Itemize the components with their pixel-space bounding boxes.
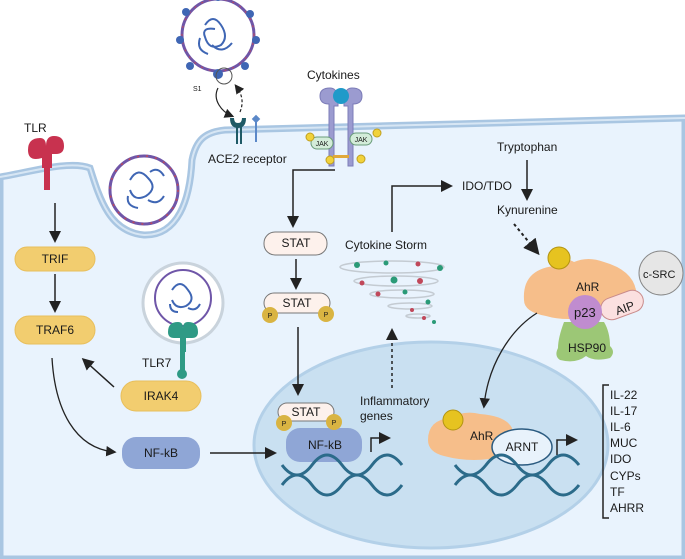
cytokine-storm-label: Cytokine Storm xyxy=(345,238,427,252)
gene-item: IL-17 xyxy=(610,404,638,418)
hsp90-node xyxy=(556,322,613,362)
phosphate-label: P xyxy=(268,313,273,320)
aip-label: AIP xyxy=(613,298,636,318)
stat-node: STAT xyxy=(263,231,328,256)
p23-label: p23 xyxy=(574,305,596,320)
tlr-label: TLR xyxy=(24,121,47,135)
traf6-label: TRAF6 xyxy=(36,323,74,337)
csrc-node xyxy=(638,250,684,296)
jak-right-label: JAK xyxy=(355,137,368,144)
s1-binding-arrow xyxy=(215,87,235,118)
arrow-receptor-to-stat xyxy=(287,169,335,228)
gene-item: AHRR xyxy=(610,501,644,515)
ahr-label: AhR xyxy=(576,280,600,294)
tlr7-receptor-icon xyxy=(168,322,198,379)
csrc-label: c-SRC xyxy=(643,269,675,281)
s1-label: S1 xyxy=(193,86,202,93)
p23-node xyxy=(568,295,602,329)
phosphate-label: P xyxy=(332,420,337,427)
phosphate-label: P xyxy=(282,421,287,428)
transcription-start-arrow-right xyxy=(556,434,578,455)
ahr-ligand xyxy=(547,246,571,270)
nfkb-cytoplasmic-node: NF-kB xyxy=(122,437,200,469)
target-genes-bracket xyxy=(602,384,609,519)
arrow-kynurenine-to-ahr xyxy=(513,223,540,256)
nuclear-nfkb-stat-complex: NF-kB STAT P P xyxy=(276,402,362,462)
irak4-node: IRAK4 xyxy=(120,380,202,412)
irak4-label: IRAK4 xyxy=(144,389,179,403)
cytokine-receptor-icon xyxy=(319,87,363,167)
s1-release-arrow xyxy=(234,84,245,113)
nuclear-stat-label: STAT xyxy=(292,405,322,419)
arrow-irak4-to-traf6 xyxy=(81,357,115,388)
ace2-receptor-icon xyxy=(230,114,261,144)
dna-helix-left xyxy=(280,453,404,497)
cytokine-storm-icon xyxy=(339,260,445,324)
trif-node: TRIF xyxy=(14,246,96,272)
jak-right: JAK xyxy=(349,128,382,164)
nuclear-ahr-label: AhR xyxy=(470,429,494,443)
cytokine-ligand xyxy=(333,88,349,104)
kynurenine-label: Kynurenine xyxy=(497,203,558,217)
nfkb-label: NF-kB xyxy=(144,446,178,460)
ido-tdo-label: IDO/TDO xyxy=(462,179,512,193)
phosphate-label: P xyxy=(324,312,329,319)
sars-cov-2-virion xyxy=(176,0,260,85)
gene-item: IDO xyxy=(610,452,631,466)
tlr-receptor-icon xyxy=(28,136,64,190)
gene-item: MUC xyxy=(610,436,638,450)
transcription-start-arrow-left xyxy=(370,432,391,452)
gene-item: CYPs xyxy=(610,469,641,483)
trif-label: TRIF xyxy=(42,252,69,266)
phosphorylated-stat-node: STAT P P xyxy=(262,292,334,323)
inflammatory-genes-label-line2: genes xyxy=(360,409,393,423)
nuclear-nfkb-label: NF-kB xyxy=(308,438,342,452)
jak-left: JAK xyxy=(305,132,335,165)
tryptophan-label: Tryptophan xyxy=(497,140,557,154)
cell-membrane-inner-line xyxy=(0,117,685,237)
traf6-node: TRAF6 xyxy=(14,315,96,345)
arrow-storm-to-ido-tdo xyxy=(391,180,453,232)
gene-item: IL-22 xyxy=(610,388,638,402)
arnt-label: ARNT xyxy=(506,440,539,454)
stat-label: STAT xyxy=(282,236,312,250)
tlr7-label: TLR7 xyxy=(142,356,172,370)
pstat-label: STAT xyxy=(283,296,313,310)
hsp90-label: HSP90 xyxy=(568,341,606,355)
nuclear-ahr-ligand xyxy=(442,409,464,431)
cytokines-label: Cytokines xyxy=(307,68,360,82)
arrow-ahr-to-nucleus xyxy=(479,312,538,409)
target-genes-list: IL-22 IL-17 IL-6 MUC IDO CYPs TF AHRR xyxy=(610,388,644,515)
ahr-complex: AhR c-SRC HSP90 AIP p23 xyxy=(523,246,684,362)
inflammatory-genes-label-line1: Inflammatory xyxy=(360,394,429,408)
ace2-receptor-label: ACE2 receptor xyxy=(208,152,287,166)
endocytosed-virion xyxy=(108,154,180,226)
dna-helix-right xyxy=(453,453,581,497)
arrow-traf6-to-nfkb xyxy=(51,357,117,457)
jak-left-label: JAK xyxy=(316,141,329,148)
gene-item: IL-6 xyxy=(610,420,631,434)
gene-item: TF xyxy=(610,485,625,499)
